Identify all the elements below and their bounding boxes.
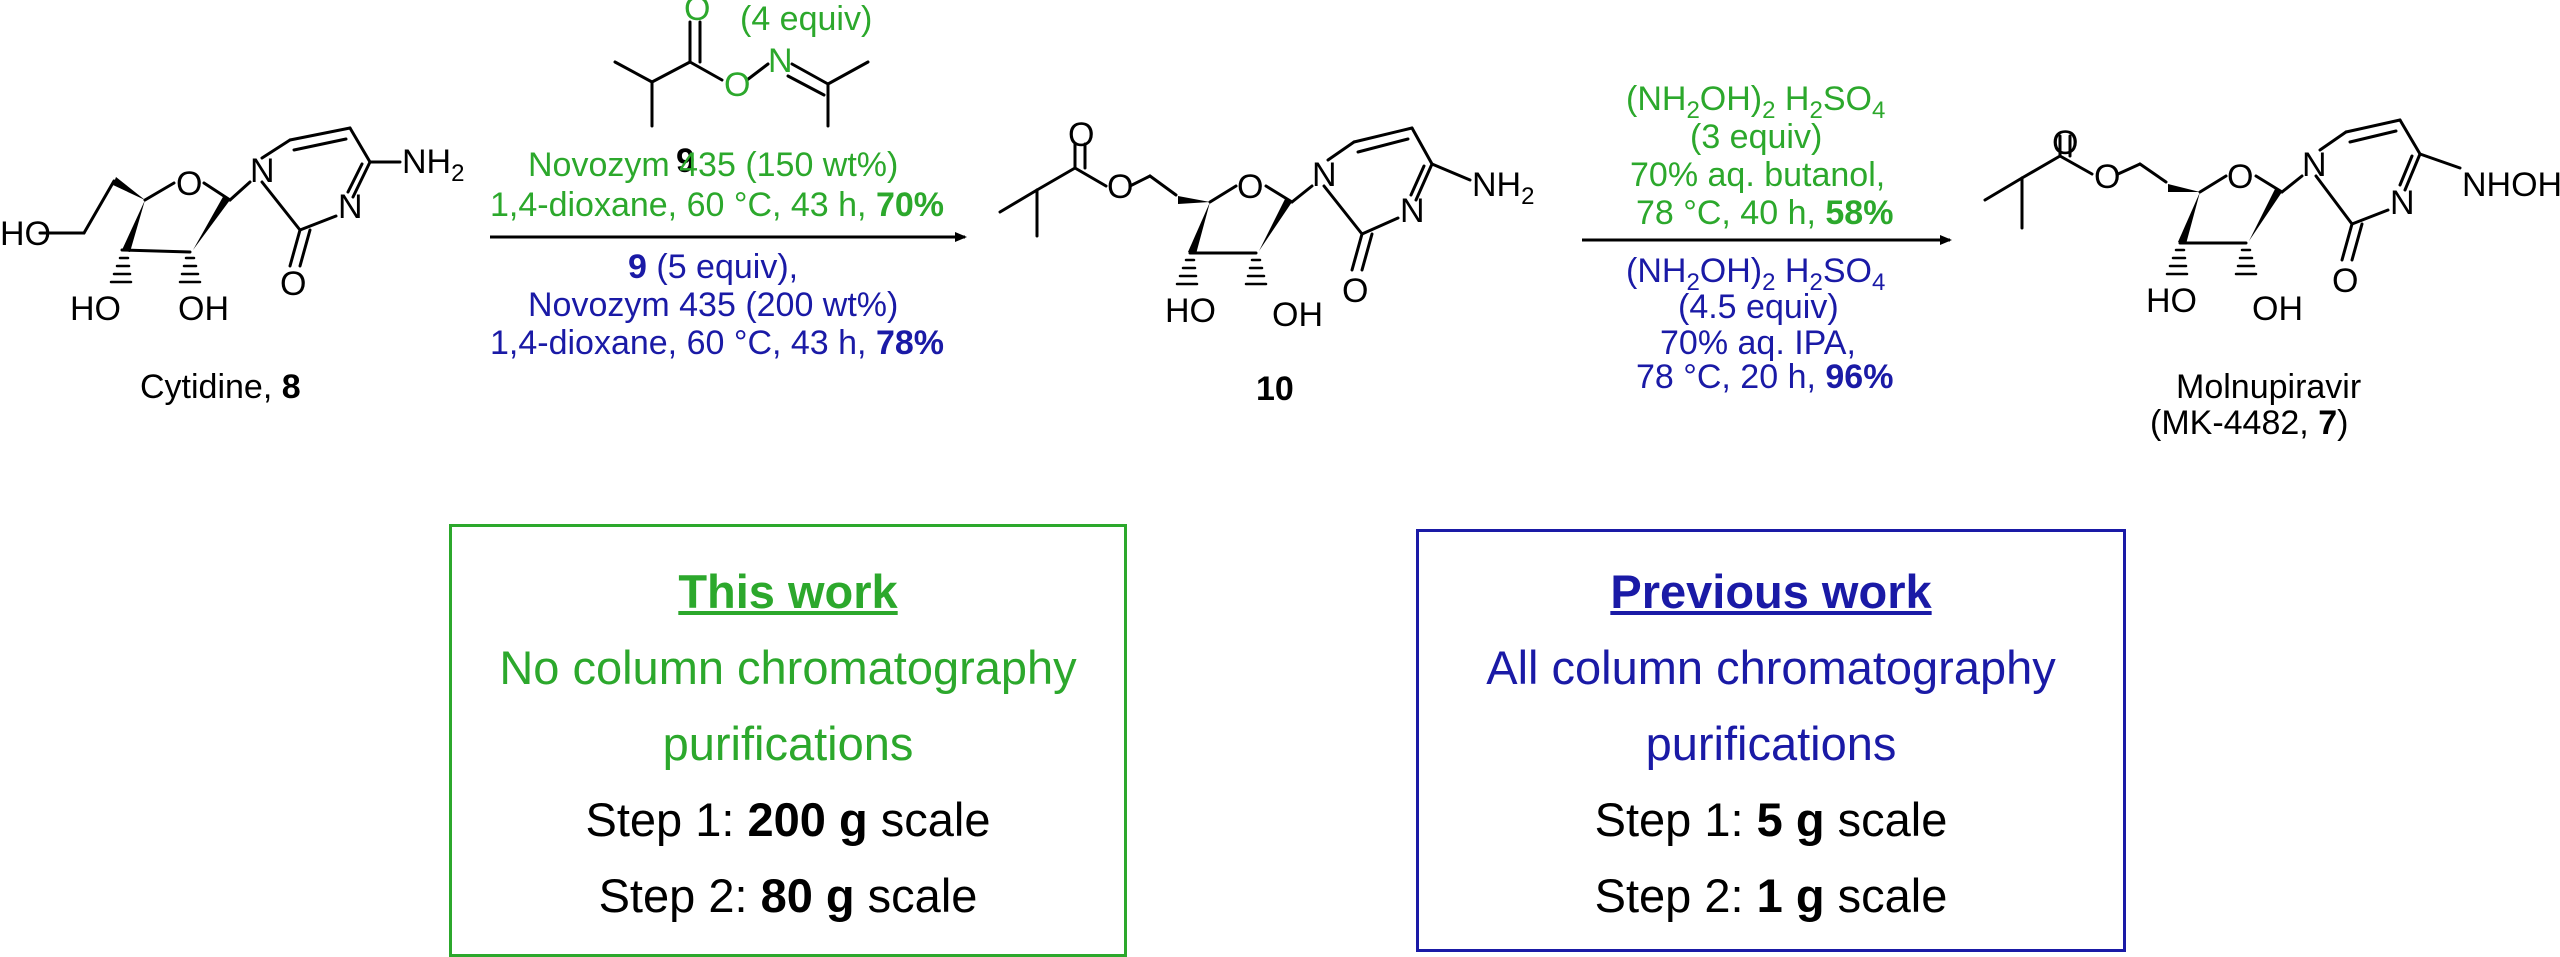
this-work-title: This work xyxy=(678,565,898,618)
cytidine-label: Cytidine, 8 xyxy=(140,368,301,406)
step2-green-reagent: (NH2OH)2 H2SO4 xyxy=(1626,80,1885,124)
molnupiravir-n3: N xyxy=(2390,184,2415,222)
step1-green-enzyme: Novozym 435 (150 wt%) xyxy=(528,146,898,184)
compound-10-n1: N xyxy=(1312,156,1337,194)
this-work-line2: purifications xyxy=(662,717,914,770)
reagent-9-ester-o: O xyxy=(724,66,750,104)
step2-green-equiv: (3 equiv) xyxy=(1690,118,1822,156)
compound-10-2-hydroxyl: OH xyxy=(1272,296,1323,334)
cytidine-2-hydroxyl: OH xyxy=(178,290,229,328)
previous-work-line2: purifications xyxy=(1645,717,1897,770)
molnupiravir-3-hydroxyl: HO xyxy=(2146,282,2197,320)
step1-blue-enzyme: Novozym 435 (200 wt%) xyxy=(528,286,898,324)
compound-10-amino: NH2 xyxy=(1472,166,1534,210)
hash-bond xyxy=(109,256,133,284)
cytidine-5-hydroxyl: HO xyxy=(0,215,51,253)
reagent-9-structure xyxy=(613,20,870,128)
reagent-9-number: 9 xyxy=(676,142,695,180)
previous-work-step1: Step 1: 5 g scale xyxy=(1594,793,1948,846)
molnupiravir-name: Molnupiravir xyxy=(2176,368,2361,406)
molnupiravir-n1: N xyxy=(2302,146,2327,184)
compound-10-structure xyxy=(998,126,1472,286)
cytidine-n3: N xyxy=(338,188,363,226)
step2-blue-solvent: 70% aq. IPA, xyxy=(1660,324,1856,362)
previous-work-box: Previous work All column chromatography … xyxy=(1416,529,2126,952)
step2-blue-reagent: (NH2OH)2 H2SO4 xyxy=(1626,252,1885,296)
this-work-step1: Step 1: 200 g scale xyxy=(585,793,991,846)
reaction-scheme: O N N O NH2 HO HO OH Cytidine, 8 O O N (… xyxy=(0,0,2560,442)
cytidine-carbonyl-o: O xyxy=(280,265,306,303)
molnupiravir-code: (MK-4482, 7) xyxy=(2150,404,2348,442)
previous-work-line1: All column chromatography xyxy=(1486,641,2056,694)
cytidine-3-hydroxyl: HO xyxy=(70,290,121,328)
compound-10-3-hydroxyl: HO xyxy=(1165,292,1216,330)
molnupiravir-carbonyl-o: O xyxy=(2052,124,2078,162)
step2-green-conditions: 78 °C, 40 h, 58% xyxy=(1636,194,1893,232)
molnupiravir-carbonyl-o2: O xyxy=(2332,262,2358,300)
previous-work-step2: Step 2: 1 g scale xyxy=(1594,869,1948,922)
compound-10-ester-o: O xyxy=(1107,168,1133,206)
molnupiravir-nhoh: NHOH xyxy=(2462,166,2560,204)
molnupiravir-structure xyxy=(1983,118,2462,276)
reagent-9-oxime-n: N xyxy=(768,42,793,80)
cytidine-ring-oxygen: O xyxy=(176,165,202,203)
this-work-step2: Step 2: 80 g scale xyxy=(598,869,978,922)
step2-green-solvent: 70% aq. butanol, xyxy=(1630,156,1885,194)
step1-green-conditions: 1,4-dioxane, 60 °C, 43 h, 70% xyxy=(490,186,944,224)
cytidine-amino: NH2 xyxy=(402,143,464,187)
reagent-9-carbonyl-o: O xyxy=(684,0,710,28)
molnupiravir-ring-o: O xyxy=(2227,158,2253,196)
compound-10-ring-o: O xyxy=(1237,168,1263,206)
molnupiravir-2-hydroxyl: OH xyxy=(2252,290,2303,328)
compound-10-n3: N xyxy=(1400,192,1425,230)
step2-blue-equiv: (4.5 equiv) xyxy=(1678,288,1839,326)
previous-work-title: Previous work xyxy=(1610,565,1932,618)
compound-10-number: 10 xyxy=(1256,370,1294,408)
reagent-9-equiv: (4 equiv) xyxy=(740,0,872,38)
compound-10-carbonyl-o2: O xyxy=(1342,272,1368,310)
compound-10-carbonyl-o: O xyxy=(1068,116,1094,154)
cytidine-structure xyxy=(38,126,402,284)
step1-blue-conditions: 1,4-dioxane, 60 °C, 43 h, 78% xyxy=(490,324,944,362)
molnupiravir-ester-o: O xyxy=(2094,158,2120,196)
step1-blue-reagent: 9 (5 equiv), xyxy=(628,248,798,286)
step2-blue-conditions: 78 °C, 20 h, 96% xyxy=(1636,358,1893,396)
this-work-box: This work No column chromatography purif… xyxy=(449,524,1127,957)
this-work-line1: No column chromatography xyxy=(499,641,1077,694)
cytidine-n1: N xyxy=(250,152,275,190)
